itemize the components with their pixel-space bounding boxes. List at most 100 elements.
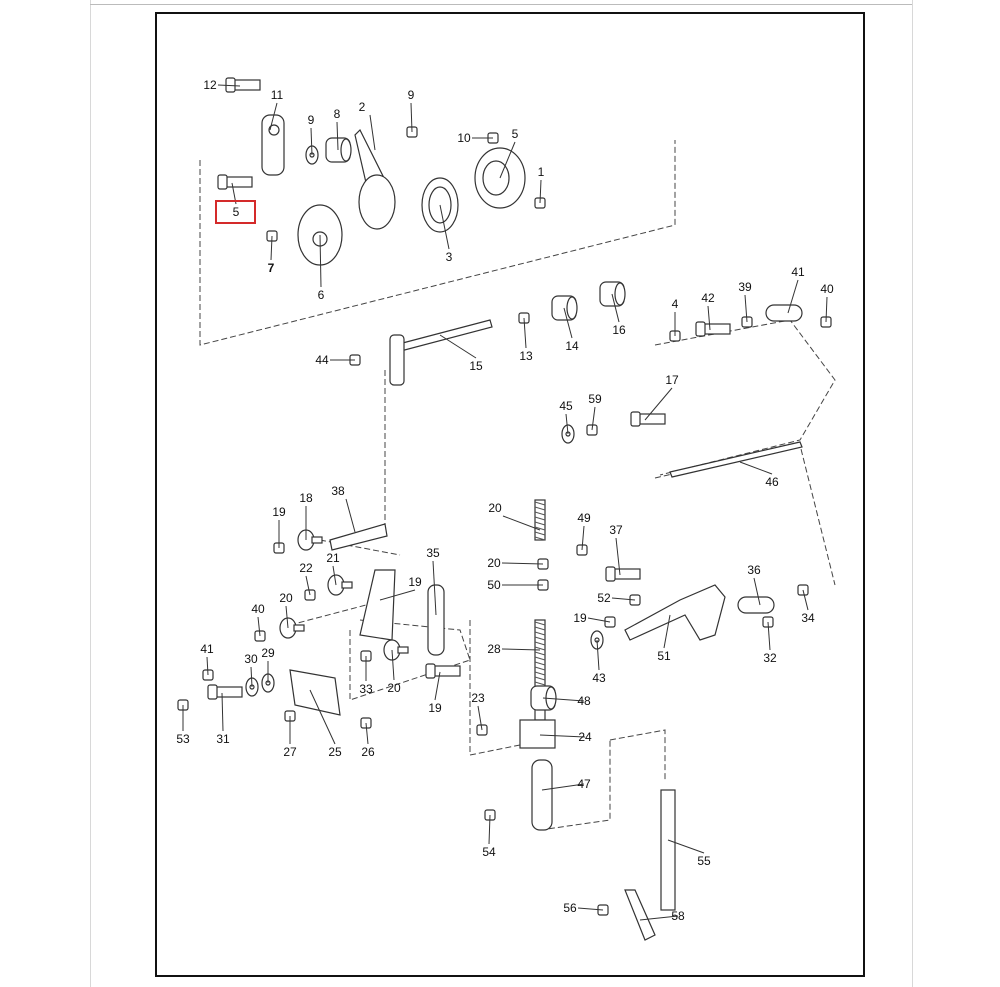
leader-line bbox=[501, 562, 544, 565]
leader-line bbox=[541, 783, 585, 791]
leader-line bbox=[477, 705, 483, 731]
leader-line bbox=[591, 406, 596, 431]
part-18-knob-shank bbox=[311, 536, 323, 544]
callout-label: 38 bbox=[331, 484, 345, 498]
part-17-bolt2-head bbox=[630, 411, 641, 427]
callout-label: 53 bbox=[176, 732, 190, 746]
part-36-rodend bbox=[737, 596, 775, 614]
part-11-arm-hole bbox=[268, 124, 280, 136]
leader-line bbox=[767, 621, 771, 651]
callout-label: 43 bbox=[592, 671, 606, 685]
part-28-screwlong-thread bbox=[534, 656, 546, 661]
leader-line bbox=[434, 671, 441, 701]
part-37-bolt2 bbox=[611, 568, 641, 580]
assembly-outline-right-upper bbox=[654, 319, 836, 476]
leader-line bbox=[250, 666, 253, 688]
callout-label: 7 bbox=[267, 261, 275, 275]
callout-label: 29 bbox=[261, 646, 275, 660]
part-11-arm bbox=[261, 114, 285, 176]
part-20-knob-shank bbox=[397, 646, 409, 654]
part-19-bolt2-head bbox=[425, 663, 436, 679]
part-5-bolt-head bbox=[217, 174, 228, 190]
part-31-pin-head bbox=[207, 684, 218, 700]
leader-line bbox=[488, 814, 491, 845]
part-28-screwlong-thread bbox=[534, 641, 546, 646]
callout-label: 56 bbox=[563, 901, 577, 915]
callout-label: 15 bbox=[469, 359, 483, 373]
callout-label: 28 bbox=[487, 642, 501, 656]
part-5-bolt bbox=[223, 176, 253, 188]
clamp-dashed-line bbox=[469, 620, 521, 756]
callout-label: 45 bbox=[559, 399, 573, 413]
callout-label: 4 bbox=[671, 297, 679, 311]
leader-line bbox=[269, 102, 278, 131]
part-28-screwlong-thread bbox=[534, 671, 546, 676]
leader-line bbox=[539, 734, 586, 738]
part-25-block bbox=[289, 669, 341, 716]
part-28-screwlong-thread bbox=[534, 651, 546, 656]
link-dashed-line bbox=[355, 370, 386, 536]
part-21-knob-shank bbox=[341, 581, 353, 589]
leader-line bbox=[611, 293, 620, 323]
leader-line bbox=[639, 915, 679, 921]
callout-label: 20 bbox=[279, 591, 293, 605]
part-15-shaft bbox=[394, 319, 493, 353]
callout-label: 30 bbox=[244, 652, 258, 666]
leader-line bbox=[206, 656, 209, 676]
callout-label: 19 bbox=[408, 575, 422, 589]
callout-label: 54 bbox=[482, 845, 496, 859]
leader-line bbox=[587, 617, 611, 623]
part-20-spring-thread bbox=[534, 531, 546, 536]
leader-line bbox=[707, 305, 711, 331]
part-16-sleeve-end bbox=[614, 282, 626, 306]
part-28-screwlong-thread bbox=[534, 661, 546, 666]
part-20-spring-thread bbox=[534, 511, 546, 516]
part-20-knob-shank bbox=[293, 624, 305, 632]
callout-label: 41 bbox=[200, 642, 214, 656]
part-28-screwlong-thread bbox=[534, 621, 546, 626]
callout-label: 31 bbox=[216, 732, 230, 746]
callout-label: 21 bbox=[326, 551, 340, 565]
part-20-spring-thread bbox=[534, 526, 546, 531]
callout-label: 26 bbox=[361, 745, 375, 759]
callout-label: 10 bbox=[457, 131, 471, 145]
leader-line bbox=[744, 294, 748, 323]
leader-line bbox=[596, 639, 600, 671]
page-top-rule bbox=[90, 4, 912, 5]
leader-line bbox=[432, 560, 437, 616]
part-20-spring-thread bbox=[534, 501, 546, 506]
callout-label: 42 bbox=[701, 291, 715, 305]
callout-label: 22 bbox=[299, 561, 313, 575]
callout-label: 14 bbox=[565, 339, 579, 353]
callout-label: 5 bbox=[511, 127, 519, 141]
callout-label: 34 bbox=[801, 611, 815, 625]
leader-line bbox=[502, 515, 541, 531]
leader-line bbox=[336, 121, 339, 151]
part-35-vlink bbox=[427, 584, 445, 656]
callout-label: 40 bbox=[251, 602, 265, 616]
part-28-screwlong-thread bbox=[534, 676, 546, 681]
leader-line bbox=[309, 689, 336, 745]
part-51-lever bbox=[624, 584, 726, 641]
leader-line bbox=[310, 127, 313, 156]
callout-label: 20 bbox=[387, 681, 401, 695]
part-28-screwlong-thread bbox=[534, 631, 546, 636]
part-41-rodend bbox=[765, 304, 803, 322]
callout-label: 20 bbox=[487, 556, 501, 570]
callout-label: 36 bbox=[747, 563, 761, 577]
callout-label: 51 bbox=[657, 649, 671, 663]
part-14-sleeve-end bbox=[566, 296, 578, 320]
part-37-bolt2-head bbox=[605, 566, 616, 582]
leader-line bbox=[379, 589, 416, 601]
page-edge-right bbox=[912, 0, 913, 987]
leader-line bbox=[753, 577, 761, 606]
leader-line bbox=[542, 697, 585, 702]
post-dashed-line bbox=[539, 729, 666, 831]
callout-label: 55 bbox=[697, 854, 711, 868]
callout-label: 17 bbox=[665, 373, 679, 387]
part-19-bolt2 bbox=[431, 665, 461, 677]
part-28-screwlong-thread bbox=[534, 636, 546, 641]
callout-label: 19 bbox=[573, 611, 587, 625]
callout-label: 23 bbox=[471, 691, 485, 705]
callout-label: 1 bbox=[537, 165, 545, 179]
